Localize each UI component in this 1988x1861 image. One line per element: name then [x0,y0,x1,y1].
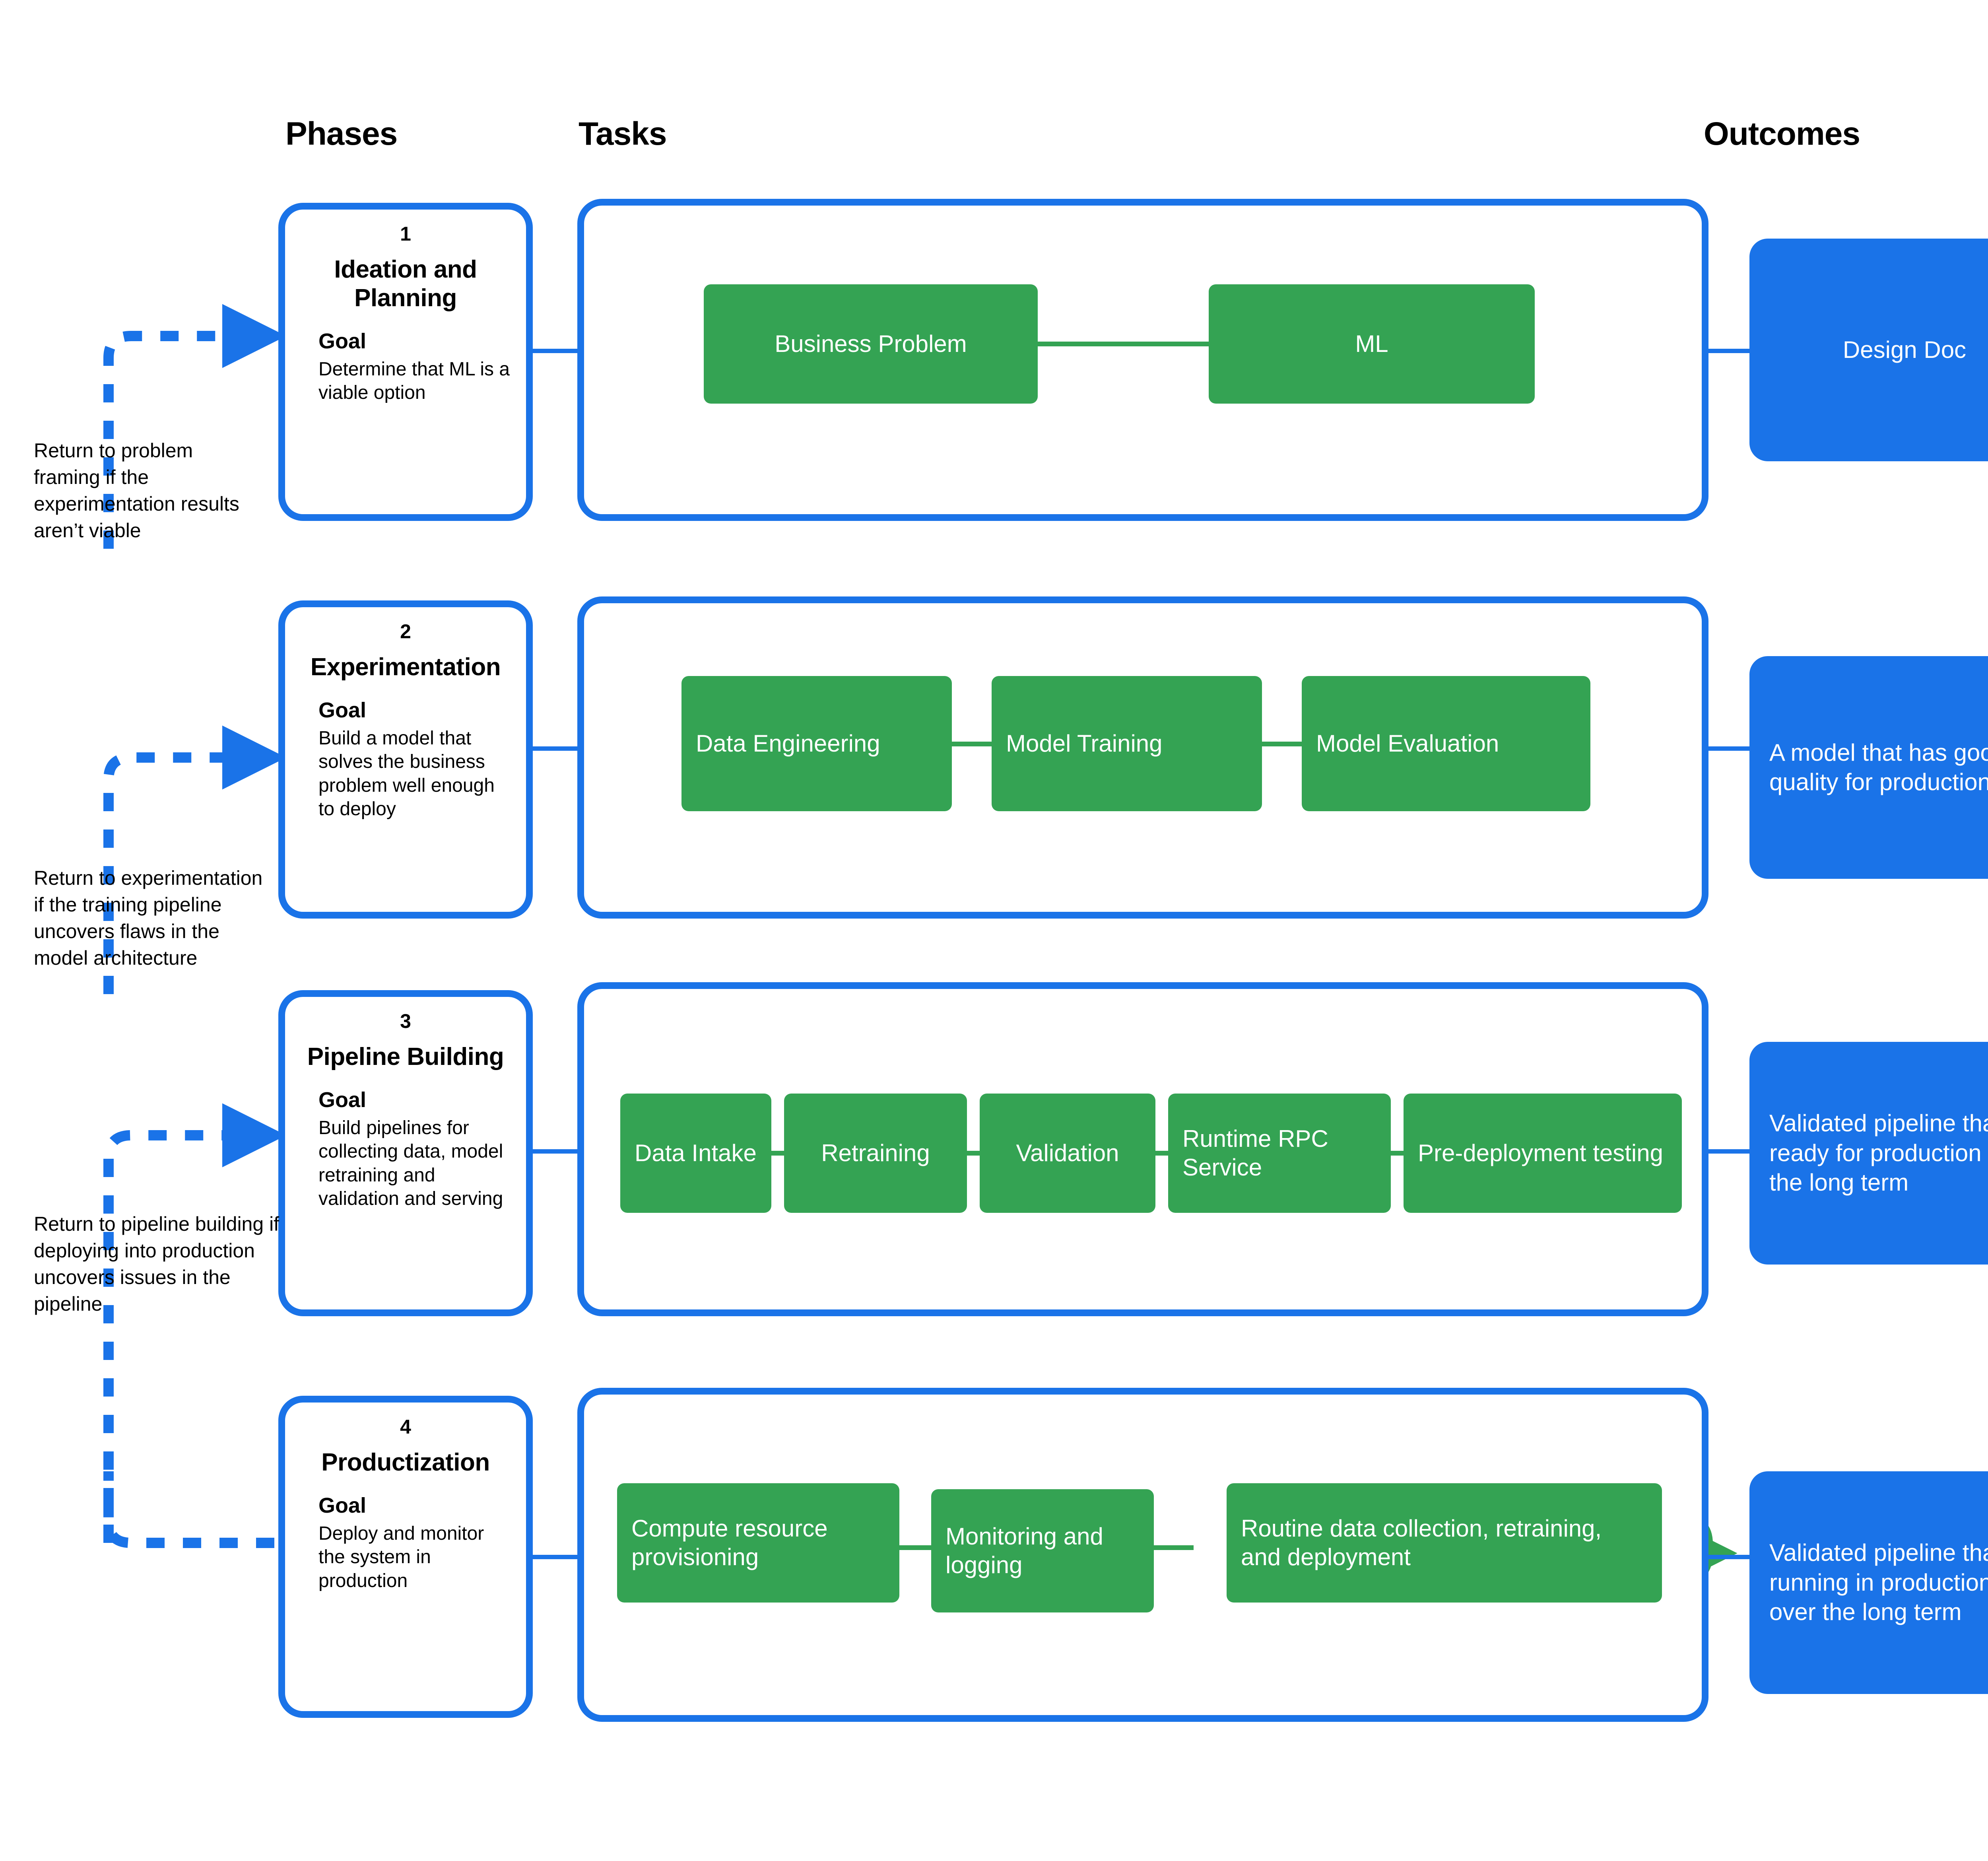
goal-text: Build pipelines for collecting data, mod… [318,1117,503,1210]
connector-tasks2-outcome [1708,746,1752,751]
task-box[interactable]: Data Intake [620,1094,771,1213]
connector-row2-2-3 [1262,742,1302,746]
phase-title: Productization [321,1449,490,1476]
task-box[interactable]: Monitoring and logging [931,1489,1154,1612]
goal-text: Deploy and monitor the system in product… [318,1523,484,1591]
phase-goal-block: Goal Determine that ML is a viable optio… [301,328,510,405]
phase-title: Ideation and Planning [334,256,477,312]
feedback-trunk-bottom [103,1471,274,1548]
task-box[interactable]: ML [1209,284,1535,404]
task-box[interactable]: Routine data collection, retraining, and… [1227,1483,1662,1603]
connector-row3-2-3 [967,1151,980,1156]
task-box[interactable]: Validation [980,1094,1155,1213]
column-header-phases: Phases [285,116,398,152]
phase-title: Pipeline Building [307,1043,504,1070]
phase-card-2[interactable]: 2 Experimentation Goal Build a model tha… [278,600,533,919]
connector-row4-2-3 [1154,1545,1194,1550]
phase-card-4[interactable]: 4 Productization Goal Deploy and monitor… [278,1396,533,1718]
phase-number: 2 [400,620,411,643]
goal-text: Determine that ML is a viable option [318,358,510,404]
task-box[interactable]: Business Problem [704,284,1038,404]
goal-label: Goal [318,698,367,722]
connector-phase4-tasks [533,1555,580,1559]
phase-number: 1 [400,223,411,245]
connector-task-1-2 [1038,342,1209,346]
column-header-outcomes: Outcomes [1704,116,1860,152]
phase-goal-block: Goal Deploy and monitor the system in pr… [301,1493,510,1593]
phase-goal-block: Goal Build pipelines for collecting data… [301,1087,510,1211]
connector-row3-3-4 [1155,1151,1168,1156]
column-header-tasks: Tasks [579,116,667,152]
connector-phase3-tasks [533,1149,580,1154]
annotation-left-3: Return to pipeline building if deploying… [34,1213,280,1315]
connector-tasks4-outcome [1708,1555,1752,1559]
phase-goal-block: Goal Build a model that solves the busin… [301,697,510,821]
goal-label: Goal [318,1088,367,1112]
task-box[interactable]: Retraining [784,1094,967,1213]
outcome-box[interactable]: Validated pipeline that’s running in pro… [1749,1471,1988,1694]
goal-label: Goal [318,1493,367,1517]
outcome-box[interactable]: Design Doc [1749,239,1988,461]
connector-row3-4-5 [1391,1151,1404,1156]
goal-text: Build a model that solves the business p… [318,727,495,820]
task-box[interactable]: Pre-deployment testing [1404,1094,1682,1213]
outcome-box[interactable]: A model that has good quality for produc… [1749,656,1988,879]
connector-tasks1-outcome [1708,349,1752,353]
goal-label: Goal [318,329,367,353]
phase-number: 3 [400,1010,411,1032]
phase-title: Experimentation [310,653,501,681]
phase-card-3[interactable]: 3 Pipeline Building Goal Build pipelines… [278,990,533,1316]
connector-row2-1-2 [952,742,992,746]
connector-phase1-tasks [533,349,580,353]
outcome-box[interactable]: Validated pipeline that’s ready for prod… [1749,1042,1988,1265]
task-box[interactable]: Compute resource provisioning [617,1483,899,1603]
connector-row4-1-2 [899,1545,931,1550]
task-box[interactable]: Model Training [992,676,1262,811]
annotation-left-2: Return to experimentation if the trainin… [34,867,263,969]
feedback-arrow-3 [103,1103,286,1543]
connector-row3-1-2 [771,1151,784,1156]
phase-number: 4 [400,1416,411,1438]
task-box[interactable]: Runtime RPC Service [1168,1094,1391,1213]
task-box[interactable]: Data Engineering [681,676,952,811]
phase-card-1[interactable]: 1 Ideation and Planning Goal Determine t… [278,203,533,521]
connector-phase2-tasks [533,746,580,751]
connector-tasks3-outcome [1708,1149,1752,1154]
annotation-left-1: Return to problem framing if the experim… [34,439,239,542]
task-box[interactable]: Model Evaluation [1302,676,1590,811]
